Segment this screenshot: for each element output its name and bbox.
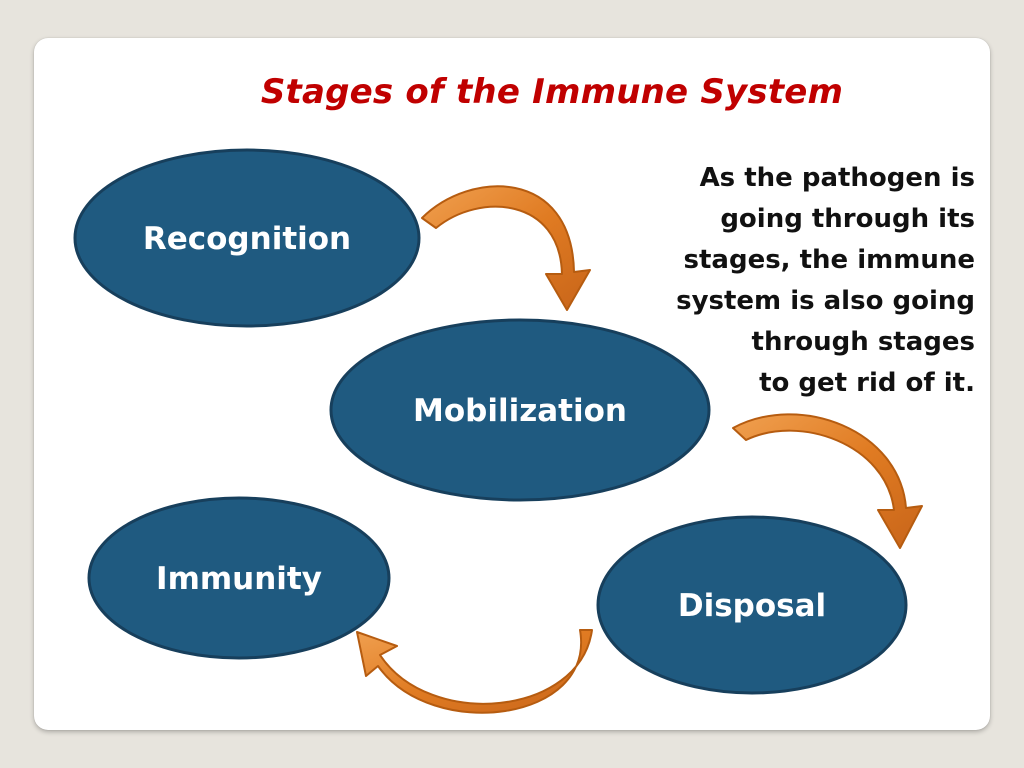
stage-mobilization-label: Mobilization — [413, 393, 627, 429]
explanation-line: As the pathogen is — [699, 163, 975, 193]
stage-immunity-label: Immunity — [156, 561, 322, 597]
explanation-line: to get rid of it. — [759, 368, 975, 398]
stage-recognition: Recognition — [73, 148, 421, 328]
stage-recognition-label: Recognition — [143, 221, 351, 257]
explanation-line: system is also going — [676, 286, 975, 316]
stage-disposal-label: Disposal — [678, 588, 826, 624]
arrow-mobilization-to-disposal — [732, 413, 923, 549]
explanation-line: going through its — [720, 204, 975, 234]
slide-title: Stages of the Immune System — [260, 72, 844, 112]
explanation-line: through stages — [751, 327, 975, 357]
stage-mobilization: Mobilization — [329, 318, 711, 502]
arrow-recognition-to-mobilization — [421, 185, 591, 311]
stage-disposal: Disposal — [596, 515, 908, 695]
stage-immunity: Immunity — [87, 496, 391, 660]
explanation-text: As the pathogen is going through its sta… — [600, 158, 975, 404]
explanation-line: stages, the immune — [683, 245, 975, 275]
arrow-disposal-to-immunity — [356, 629, 593, 714]
